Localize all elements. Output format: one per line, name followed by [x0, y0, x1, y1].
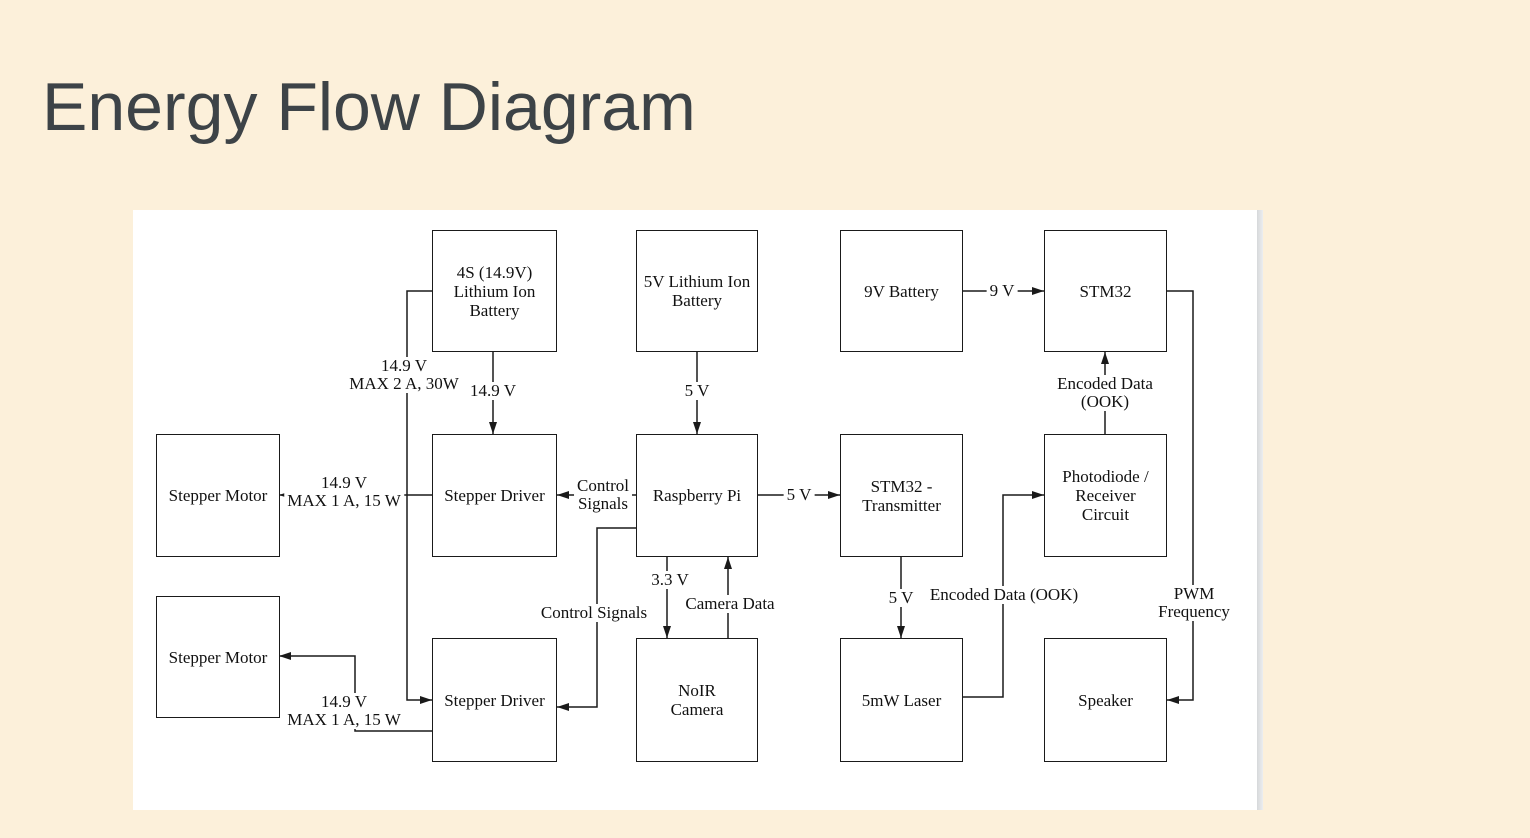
edge-label-pi-camera: 3.3 V [648, 571, 692, 589]
node-raspberry-pi: Raspberry Pi [636, 434, 758, 557]
edge-label-pi-stm32tx: 5 V [783, 486, 815, 504]
edge-label-driver1-motor1: 14.9 V MAX 1 A, 15 W [284, 474, 404, 510]
edge-label-pi-driver2: Control Signals [537, 604, 651, 622]
edge-label-battery4s-driver1: 14.9 V [467, 382, 519, 400]
node-stm32: STM32 [1044, 230, 1167, 352]
node-laser: 5mW Laser [840, 638, 963, 762]
node-photodiode: Photodiode / Receiver Circuit [1044, 434, 1167, 557]
edge-label-battery9v-stm32: 9 V [986, 282, 1018, 300]
node-stepper-driver-2: Stepper Driver [432, 638, 557, 762]
node-battery-5v: 5V Lithium Ion Battery [636, 230, 758, 352]
page-title: Energy Flow Diagram [42, 69, 696, 145]
node-battery-4s: 4S (14.9V) Lithium Ion Battery [432, 230, 557, 352]
edge-label-battery4s-driver2: 14.9 V MAX 2 A, 30W [346, 357, 462, 393]
node-stepper-motor-2: Stepper Motor [156, 596, 280, 718]
edge-label-battery5v-pi: 5 V [681, 382, 713, 400]
node-speaker: Speaker [1044, 638, 1167, 762]
panel-edge-shadow [1257, 210, 1263, 810]
edge-label-laser-photodiode: Encoded Data (OOK) [926, 586, 1082, 604]
edge-label-driver2-motor2: 14.9 V MAX 1 A, 15 W [284, 693, 404, 729]
node-battery-9v: 9V Battery [840, 230, 963, 352]
edge-stm32-speaker [1167, 290, 1194, 704]
node-stepper-motor-1: Stepper Motor [156, 434, 280, 557]
edge-label-camera-pi: Camera Data [682, 595, 778, 613]
node-stm32-transmitter: STM32 - Transmitter [840, 434, 963, 557]
node-stepper-driver-1: Stepper Driver [432, 434, 557, 557]
node-noir-camera: NoIR Camera [636, 638, 758, 762]
edge-label-pi-driver1: Control Signals [574, 477, 632, 513]
edge-label-stm32-speaker: PWM Frequency [1155, 585, 1233, 621]
diagram-panel: 4S (14.9V) Lithium Ion Battery 5V Lithiu… [133, 210, 1258, 810]
edge-label-photodiode-stm32: Encoded Data (OOK) [1028, 375, 1182, 411]
edge-label-stm32tx-laser: 5 V [885, 589, 917, 607]
